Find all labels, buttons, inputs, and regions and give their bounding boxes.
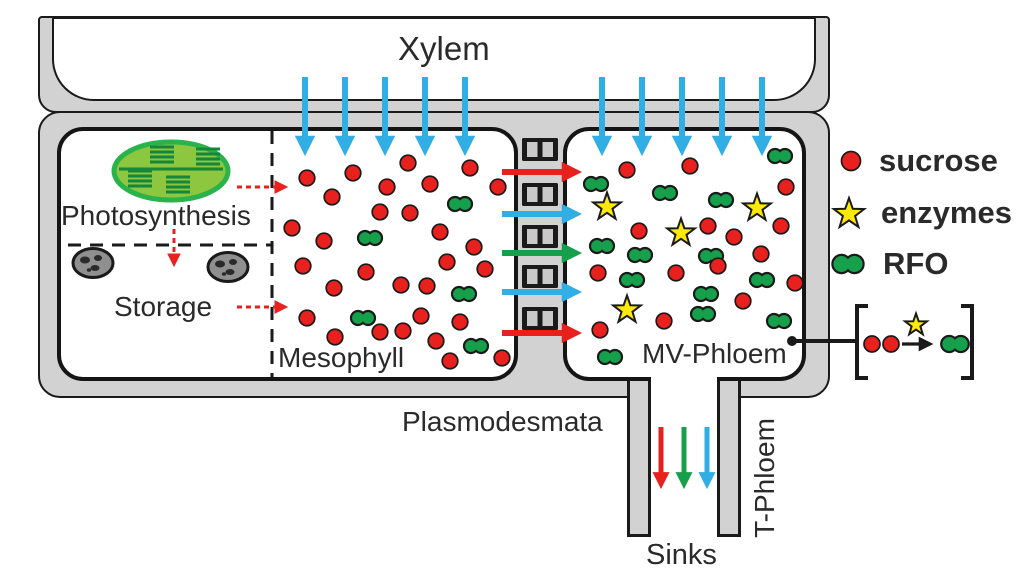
- legend-sucrose-label: sucrose: [879, 143, 998, 178]
- legend-enzymes-label: enzymes: [881, 195, 1012, 230]
- t-phloem-wall-left: [627, 381, 651, 537]
- xylem-lumen: [52, 17, 816, 101]
- t-phloem-label: T-Phloem: [749, 418, 780, 538]
- mv-phloem-reaction-pointer-line: [792, 339, 856, 343]
- plasmodesmata-label: Plasmodesmata: [402, 406, 603, 437]
- legend-rfo-molecule: [831, 253, 865, 275]
- sinks-label: Sinks: [646, 539, 717, 571]
- legend-sucrose-dot: [840, 150, 862, 172]
- photosynthesis-label: Photosynthesis: [61, 200, 251, 231]
- mv-phloem-reaction-pointer-dot: [787, 336, 797, 346]
- reaction-bracket-left: [855, 304, 868, 380]
- reaction-bracket-right: [961, 304, 974, 380]
- legend-enzyme-star: [830, 194, 868, 230]
- mv-phloem-label: MV-Phloem: [642, 338, 787, 369]
- t-phloem-wall-right: [717, 381, 741, 537]
- xylem-compartment: [38, 16, 830, 113]
- legend-rfo-label: RFO: [883, 246, 949, 281]
- storage-label: Storage: [114, 291, 213, 322]
- reaction-enzyme-star: [902, 310, 930, 337]
- reaction-sucrose-dot: [882, 335, 900, 353]
- t-phloem-opening: [651, 372, 717, 400]
- mesophyll-label: Mesophyll: [278, 342, 405, 373]
- xylem-label: Xylem: [398, 30, 490, 67]
